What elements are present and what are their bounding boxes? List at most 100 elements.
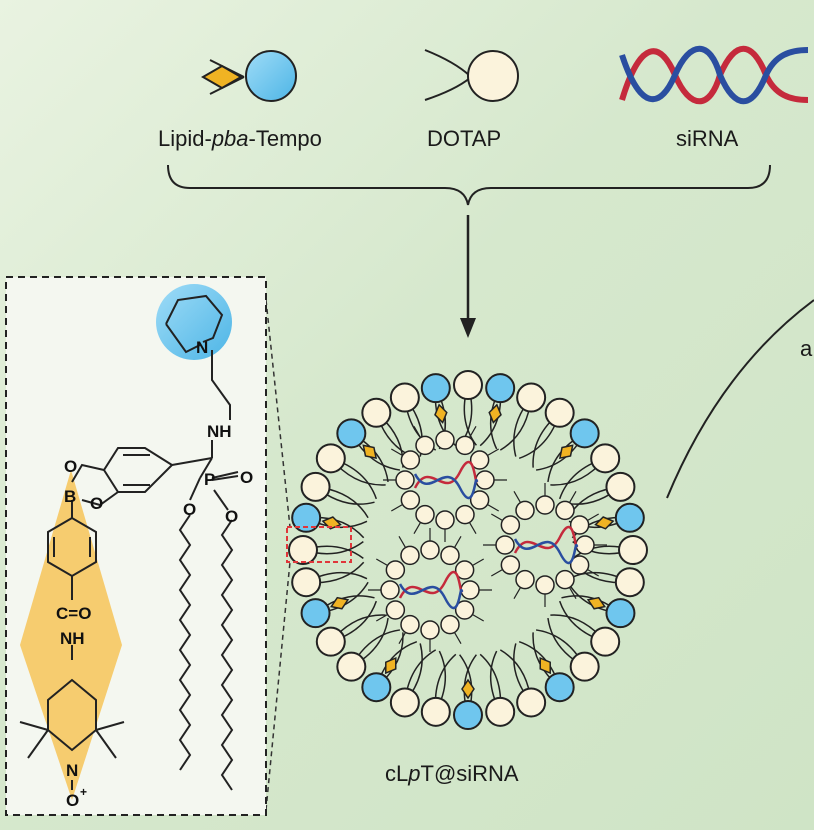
inner-headgroup: [415, 435, 435, 456]
blue-headgroup: [291, 502, 322, 533]
nanoparticle: [288, 370, 648, 730]
inner-headgroup: [415, 504, 435, 525]
blue-headgroup: [544, 672, 575, 703]
connector-curve: [666, 299, 814, 499]
cream-headgroup: [618, 535, 648, 565]
rna-strand-blue: [398, 583, 464, 609]
sirna-icon: [619, 45, 809, 105]
inner-headgroup: [495, 535, 515, 555]
inner-headgroup: [455, 435, 475, 456]
assembly-arrow: [460, 215, 476, 338]
inner-headgroup: [475, 470, 495, 490]
inner-headgroup: [455, 504, 475, 525]
tempo-diamond: [586, 596, 606, 610]
atom-carbonyl: C=O: [56, 604, 91, 623]
inner-headgroup: [400, 614, 420, 635]
inner-headgroup: [420, 540, 440, 560]
cream-headgroup: [605, 471, 636, 502]
tempo-diamond: [362, 444, 378, 460]
inner-headgroup: [385, 560, 406, 580]
atom-amide-nh: NH: [60, 629, 85, 648]
legend-dotap: DOTAP: [427, 126, 502, 151]
atom-b: B: [64, 487, 76, 506]
cream-headgroup: [361, 397, 392, 428]
tempo-diamond: [594, 516, 615, 530]
side-label: a: [800, 336, 813, 361]
atom-o-bottom: O: [90, 494, 103, 513]
inner-headgroup: [469, 450, 490, 470]
selection-box: [286, 526, 352, 563]
chemical-structure-panel: N NH P O O O O B O C=O NH N O +: [5, 276, 267, 816]
atom-o-right: O: [225, 507, 238, 526]
inner-headgroup: [469, 490, 490, 510]
inner-headgroup: [460, 580, 480, 600]
inner-headgroup: [400, 545, 420, 566]
cream-headgroup: [590, 626, 621, 657]
cream-headgroup: [315, 443, 346, 474]
grouping-brace: [167, 164, 771, 206]
cream-headgroup: [453, 370, 483, 400]
inner-headgroup: [380, 580, 400, 600]
rna-strand-blue: [413, 473, 479, 499]
atom-o-double: O: [240, 468, 253, 487]
blue-headgroup: [569, 418, 600, 449]
legend-lipid-pba-tempo: Lipid-pba-Tempo: [158, 126, 322, 152]
atom-p: P: [204, 470, 215, 489]
legend-sirna: siRNA: [676, 126, 739, 151]
cream-headgroup: [291, 567, 322, 598]
rna-strand-red: [413, 461, 479, 489]
blue-headgroup: [605, 598, 636, 629]
tempo-diamond: [461, 678, 475, 700]
caption-prefix: cL: [385, 761, 409, 786]
tempo-diamond: [330, 596, 350, 610]
blue-headgroup: [300, 598, 331, 629]
inner-headgroup: [515, 500, 535, 521]
cream-headgroup: [516, 382, 547, 413]
cream-headgroup: [300, 471, 331, 502]
atom-charge: +: [80, 785, 87, 799]
tempo-diamond: [434, 403, 448, 424]
tempo-diamonds: [321, 403, 615, 700]
lipid-pba-tempo-icon: [201, 50, 297, 102]
atom-nh: NH: [207, 422, 232, 441]
inner-headgroup: [385, 600, 406, 620]
cream-headgroup: [614, 567, 645, 598]
nanoparticle-caption: cLpT@siRNA: [385, 761, 519, 787]
inner-headgroup: [435, 510, 455, 530]
outer-headgroups: [288, 370, 648, 730]
atom-o-left: O: [183, 500, 196, 519]
cream-headgroup: [485, 696, 516, 727]
atom-n-ring: N: [196, 338, 208, 357]
caption-suffix: T@siRNA: [420, 761, 519, 786]
inner-headgroup: [420, 620, 440, 640]
tempo-diamond: [385, 656, 397, 675]
legend-lipid-prefix: Lipid-: [158, 126, 212, 151]
rna-strand-red: [513, 526, 579, 554]
inner-headgroup: [569, 555, 590, 575]
cream-headgroup: [516, 687, 547, 718]
blue-headgroup: [485, 373, 516, 404]
inner-headgroup: [454, 600, 475, 620]
inner-headgroup: [500, 515, 521, 535]
cream-headgroup: [569, 651, 600, 682]
dotap-icon: [424, 49, 519, 102]
inner-headgroup: [440, 545, 460, 566]
tempo-diamond: [558, 444, 574, 460]
rna-strand-red: [398, 571, 464, 599]
zoom-lines: [265, 299, 291, 811]
cream-headgroup: [590, 443, 621, 474]
inner-headgroup: [395, 470, 415, 490]
inner-headgroup: [400, 450, 421, 470]
rna-strand-blue: [513, 538, 579, 564]
atom-o-top: O: [64, 457, 77, 476]
blue-headgroup: [614, 502, 645, 533]
legend-lipid-suffix: -Tempo: [248, 126, 322, 151]
inner-headgroup: [555, 569, 575, 590]
blue-headgroup: [361, 672, 392, 703]
inner-headgroup: [515, 569, 535, 590]
inner-headgroup: [535, 495, 555, 515]
inner-headgroup: [535, 575, 555, 595]
cream-headgroup: [288, 535, 318, 565]
tempo-diamond: [539, 656, 551, 675]
